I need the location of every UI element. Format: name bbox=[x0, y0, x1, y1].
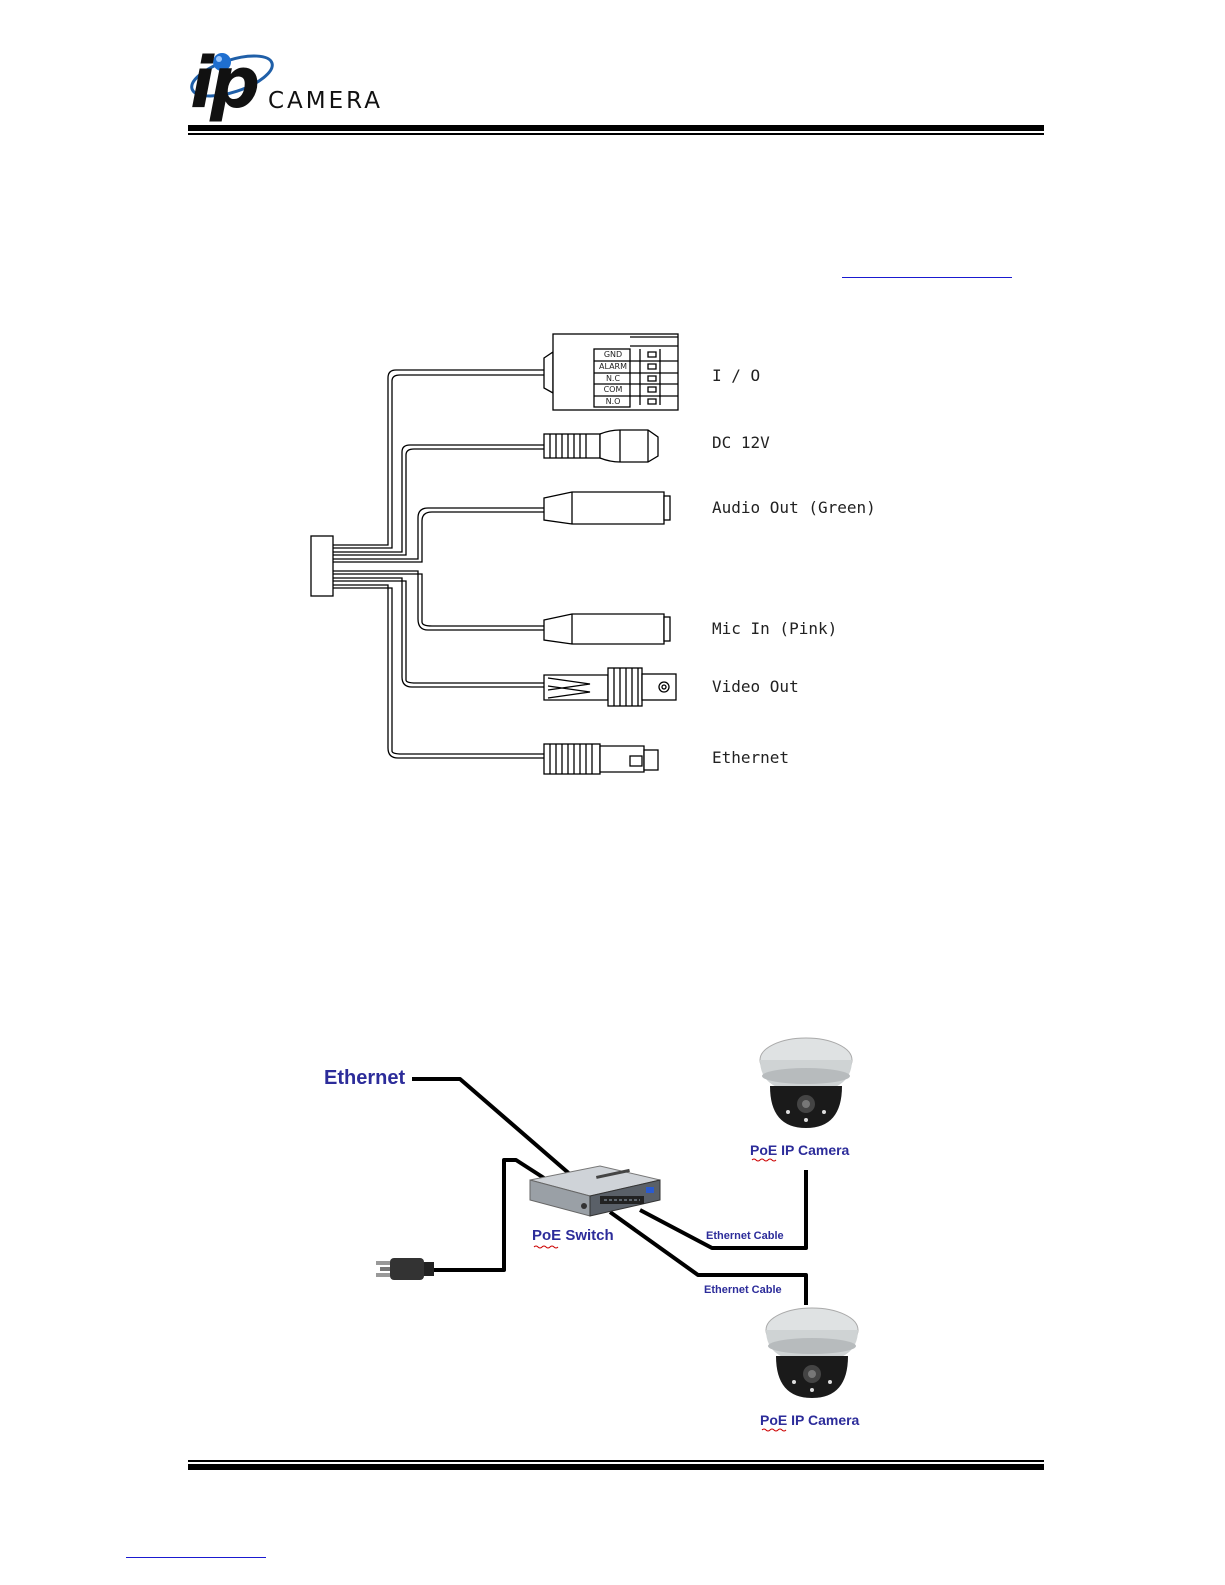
dome-camera-top-icon bbox=[760, 1038, 852, 1128]
ethernet-cable-label-1: Ethernet Cable bbox=[706, 1230, 784, 1242]
poe-ethernet-label: Ethernet bbox=[324, 1067, 405, 1090]
dome-camera-bottom-icon bbox=[766, 1308, 858, 1398]
footer-rule-thin bbox=[188, 1460, 1044, 1462]
poe-switch-icon bbox=[530, 1166, 660, 1216]
power-plug-icon bbox=[376, 1258, 434, 1280]
camera-top-label: PoE IP Camera bbox=[750, 1142, 849, 1158]
footer-link-underline[interactable] bbox=[126, 1557, 266, 1558]
poe-switch-label: PoE Switch bbox=[532, 1227, 614, 1244]
footer-rule bbox=[188, 1464, 1044, 1470]
ethernet-cable-label-2: Ethernet Cable bbox=[704, 1284, 782, 1296]
camera-bottom-label: PoE IP Camera bbox=[760, 1412, 859, 1428]
